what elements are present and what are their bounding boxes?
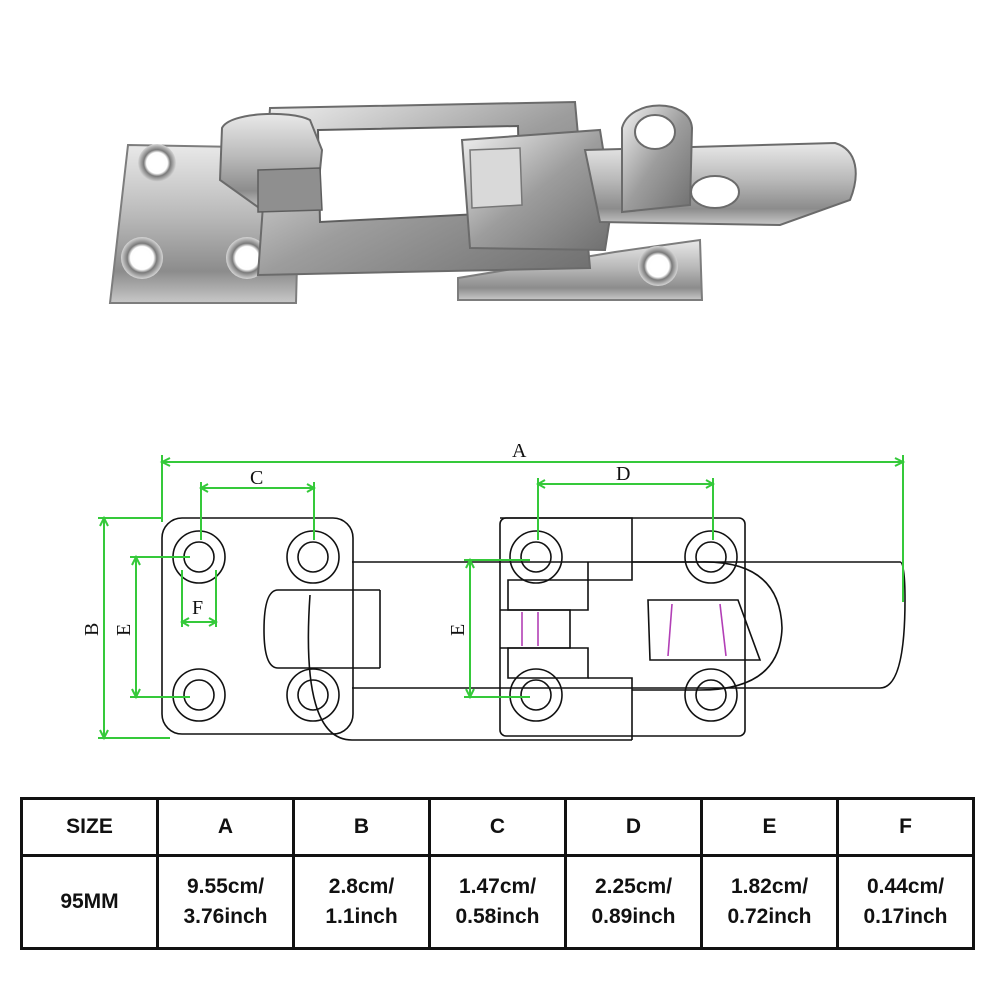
table-row: 95MM 9.55cm/ 3.76inch 2.8cm/ 1.1inch 1.4…	[20, 854, 975, 950]
dimension-label-e-left: E	[113, 624, 135, 636]
header-f: F	[836, 797, 975, 857]
cell-a: 9.55cm/ 3.76inch	[156, 854, 295, 950]
cell-size: 95MM	[20, 854, 159, 950]
dimension-e-left-line	[130, 554, 190, 700]
hole-bottom-right	[684, 668, 738, 722]
dimension-e-right-line	[464, 557, 530, 700]
latch-plate-outline	[507, 579, 589, 679]
cell-c-imperial: 0.58inch	[455, 905, 540, 928]
slot-outline	[647, 599, 762, 661]
latch-marks	[521, 603, 727, 657]
size-table: SIZE A B C D E F 95MM 9.55cm/ 3.76inch 2…	[20, 797, 975, 950]
dimension-label-a: A	[512, 440, 527, 462]
dimension-d-line	[535, 478, 716, 540]
cell-d-metric: 2.25cm/	[594, 875, 673, 898]
hole-top-right	[684, 530, 738, 584]
hasp-outline	[352, 561, 906, 689]
slot-loop	[632, 561, 783, 691]
cell-f-imperial: 0.17inch	[863, 905, 948, 928]
dimension-label-c: C	[250, 467, 263, 489]
cell-e-imperial: 0.72inch	[727, 905, 812, 928]
hole-bottom-left	[172, 668, 226, 722]
hinge-block-outline	[263, 589, 352, 669]
swivel-eye	[621, 104, 694, 214]
cell-c-metric: 1.47cm/	[458, 875, 537, 898]
dimension-drawing: A C D F B E E	[81, 440, 906, 741]
cell-a-imperial: 3.76inch	[183, 905, 268, 928]
dimension-label-e-right: E	[447, 624, 469, 636]
dimension-f-line	[179, 570, 219, 627]
cell-b: 2.8cm/ 1.1inch	[292, 854, 431, 950]
header-c: C	[428, 797, 567, 857]
latch-mechanism	[460, 128, 614, 252]
header-a: A	[156, 797, 295, 857]
mounting-holes	[172, 530, 738, 722]
cell-e-metric: 1.82cm/	[730, 875, 809, 898]
right-base-plate	[457, 238, 704, 301]
header-e: E	[700, 797, 839, 857]
dimension-label-d: D	[616, 463, 630, 485]
header-d: D	[564, 797, 703, 857]
cell-d: 2.25cm/ 0.89inch	[564, 854, 703, 950]
hasp-lower-edge	[307, 594, 632, 741]
cell-b-imperial: 1.1inch	[325, 905, 398, 928]
cell-f-metric: 0.44cm/	[866, 875, 945, 898]
dimension-b-line	[98, 515, 170, 741]
dimension-a-line	[159, 455, 906, 602]
hole-bottom-third	[509, 668, 563, 722]
right-plate-outline	[499, 517, 746, 737]
cell-e: 1.82cm/ 0.72inch	[700, 854, 839, 950]
table-header-row: SIZE A B C D E F	[20, 797, 975, 857]
product-photo	[108, 100, 857, 304]
hole-bottom-second	[286, 668, 340, 722]
hinge-knuckle	[218, 112, 324, 213]
drawing-outline	[161, 517, 906, 741]
dimension-label-f: F	[192, 597, 203, 619]
hole-top-third	[509, 530, 563, 584]
header-size: SIZE	[20, 797, 159, 857]
latch-tongue	[500, 609, 571, 649]
left-plate-outline	[161, 517, 354, 735]
dimension-label-b: B	[81, 623, 103, 636]
header-b: B	[292, 797, 431, 857]
dimension-lines	[98, 455, 906, 741]
cell-b-metric: 2.8cm/	[328, 875, 395, 898]
cell-c: 1.47cm/ 0.58inch	[428, 854, 567, 950]
cell-f: 0.44cm/ 0.17inch	[836, 854, 975, 950]
cell-d-imperial: 0.89inch	[591, 905, 676, 928]
dimension-c-line	[198, 482, 317, 540]
cell-a-metric: 9.55cm/	[186, 875, 265, 898]
